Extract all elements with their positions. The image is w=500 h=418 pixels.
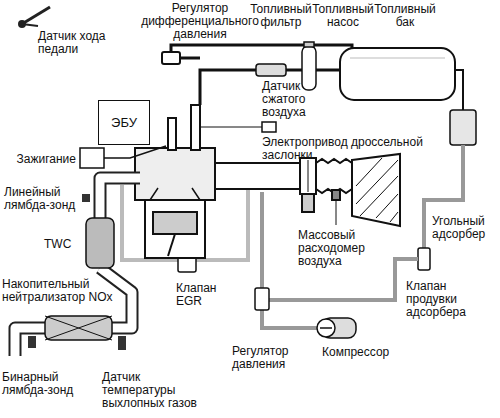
component-label: Датчик температуры выхлопных газов (102, 371, 208, 410)
vapour-line (455, 70, 463, 110)
component-label: Топливный насос (308, 3, 378, 29)
binary-lambda-sensor (28, 336, 36, 348)
component-label: Компрессор (322, 346, 402, 359)
pedal-sensor (19, 7, 50, 27)
component-label: Топливный фильтр (246, 3, 316, 29)
diff-pressure-regulator (162, 52, 180, 64)
purge-valve (418, 248, 430, 270)
component-label: Клапан продувки адсорбера (406, 280, 478, 319)
charcoal-canister (450, 110, 476, 145)
ignition-coil (80, 146, 166, 168)
component-label: Бинарный лямбда-зонд (2, 371, 82, 397)
fuel-lines (171, 45, 352, 105)
component-label: Линейный лямбда-зонд (4, 186, 80, 212)
component-label: Регулятор дифференциального давления (140, 2, 260, 41)
fuel-filter (256, 64, 286, 76)
linear-lambda-sensor (82, 194, 90, 202)
component-label: Массовый расходомер воздуха (298, 229, 378, 268)
component-label: Электропривод дроссельной заслонки (262, 136, 442, 162)
compressor (317, 318, 356, 338)
component-label: Клапан EGR (176, 282, 228, 308)
intake-tract (215, 154, 400, 226)
three-way-catalyst (86, 218, 114, 268)
component-label: Накопительный нейтрализатор NOx (2, 278, 114, 304)
nox-trap (45, 316, 112, 340)
purge-line (269, 259, 418, 300)
fuel-pump (302, 42, 316, 90)
sensor-wire (200, 127, 262, 128)
air-pressure-sensor (262, 122, 276, 132)
component-label: TWC (44, 238, 80, 251)
component-label: Топливный бак (370, 3, 440, 29)
control-unit-box: ЭБУ (98, 100, 150, 145)
component-label: Датчик хода педали (38, 30, 118, 56)
exhaust-temp-sensor (118, 336, 126, 350)
fuel-tank (340, 48, 455, 100)
pressure-regulator (255, 288, 269, 310)
component-label: Датчик сжатого воздуха (262, 80, 324, 119)
component-label: Регулятор давления (232, 345, 312, 371)
component-label: Зажигание (2, 153, 76, 166)
box-text: ЭБУ (111, 115, 137, 130)
component-label: Угольный адсорбер (432, 215, 496, 241)
